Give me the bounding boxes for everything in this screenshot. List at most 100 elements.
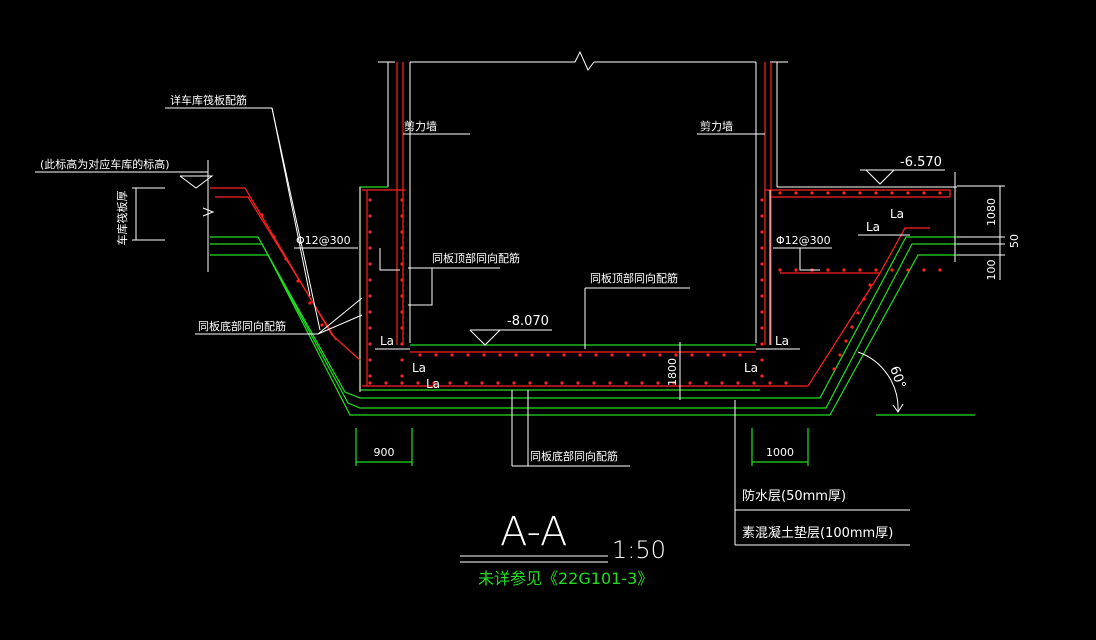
rebar-dot bbox=[368, 381, 372, 385]
rebar-dot bbox=[594, 353, 598, 357]
la-2: La bbox=[412, 361, 426, 375]
rebar-dot bbox=[530, 353, 534, 357]
rebar-dot bbox=[760, 246, 764, 250]
rebar-dot bbox=[838, 353, 842, 357]
right-shear-wall bbox=[755, 61, 788, 345]
rebar-dot bbox=[608, 381, 612, 385]
rebar-dot bbox=[658, 353, 662, 357]
right-layer-b-dim: 100 bbox=[985, 260, 998, 281]
right-width-dim: 1000 bbox=[766, 446, 794, 459]
right-annotations: -6.570 Φ12@300 1080 50 100 60° 防水层(50mm厚… bbox=[734, 155, 1021, 546]
rebar-dot bbox=[760, 214, 764, 218]
rebar-dot bbox=[690, 353, 694, 357]
shear-wall-right-label: 剪力墙 bbox=[700, 119, 733, 133]
rebar-dot bbox=[368, 310, 372, 314]
rebar-dot bbox=[296, 279, 300, 283]
rebar-dot bbox=[528, 381, 532, 385]
rebar-dot bbox=[400, 198, 404, 202]
rebar-dot bbox=[672, 381, 676, 385]
rebar-dot bbox=[794, 268, 798, 272]
rebar-dot bbox=[368, 214, 372, 218]
rebar-dot bbox=[688, 381, 692, 385]
rebar-dot bbox=[624, 381, 628, 385]
rebar-dot bbox=[610, 353, 614, 357]
rebar-left-label: Φ12@300 bbox=[296, 234, 351, 247]
rebar-dot bbox=[320, 323, 324, 327]
rebar-dot bbox=[400, 230, 404, 234]
rebar-dot bbox=[704, 381, 708, 385]
left-slope bbox=[210, 187, 957, 416]
rebar-dot bbox=[778, 268, 782, 272]
rebar-dot bbox=[810, 191, 814, 195]
rebar-dot bbox=[760, 358, 764, 362]
rebar-dots bbox=[260, 191, 942, 385]
rebar-dot bbox=[400, 358, 404, 362]
right-layer-a-dim: 50 bbox=[1008, 234, 1021, 248]
rebar-dot bbox=[544, 381, 548, 385]
section-scale: 1:50 bbox=[612, 536, 666, 564]
center-annotations: 同板顶部同向配筋 -8.070 同板底部同向配筋 La La La La La … bbox=[375, 207, 910, 467]
rebar-dot bbox=[656, 381, 660, 385]
rebar-dot bbox=[368, 294, 372, 298]
top-same-dir-center-label: 同板顶部同向配筋 bbox=[590, 271, 678, 285]
rebar-dot bbox=[760, 230, 764, 234]
la-1: La bbox=[380, 334, 394, 348]
rebar-dot bbox=[434, 353, 438, 357]
la-4: La bbox=[775, 334, 789, 348]
rebar-dot bbox=[832, 367, 836, 371]
rebar-dot bbox=[464, 381, 468, 385]
rebar-dot bbox=[368, 374, 372, 378]
shear-wall-left-label: 剪力墙 bbox=[404, 119, 437, 133]
left-width-dim: 900 bbox=[374, 446, 395, 459]
rebar-dot bbox=[512, 381, 516, 385]
rebar-dot bbox=[400, 381, 404, 385]
pit-depth-dim: 1800 bbox=[666, 358, 679, 386]
rebar-dot bbox=[640, 381, 644, 385]
rebar-dot bbox=[400, 246, 404, 250]
rebar-dot bbox=[906, 268, 910, 272]
rebar-dot bbox=[736, 381, 740, 385]
rebar-dot bbox=[284, 257, 288, 261]
rebar-dot bbox=[400, 294, 404, 298]
rebar-dot bbox=[546, 353, 550, 357]
rebar-dot bbox=[482, 353, 486, 357]
rebar-dot bbox=[400, 342, 404, 346]
rebar-dot bbox=[642, 353, 646, 357]
rebar-dot bbox=[400, 214, 404, 218]
waterproof-label: 防水层(50mm厚) bbox=[742, 488, 846, 504]
rebar-dot bbox=[368, 262, 372, 266]
bottom-same-dir-left-label: 同板底部同向配筋 bbox=[198, 319, 286, 333]
rebar-dot bbox=[368, 326, 372, 330]
rebar-dot bbox=[938, 268, 942, 272]
bottom-dimensions: 900 1000 bbox=[355, 428, 809, 466]
rebar-dot bbox=[592, 381, 596, 385]
rebar-dot bbox=[400, 310, 404, 314]
rebar-dot bbox=[576, 381, 580, 385]
rebar-dot bbox=[674, 353, 678, 357]
title-block: A-A 1:50 未详参见《22G101-3》 bbox=[460, 509, 666, 588]
break-line bbox=[410, 50, 756, 71]
top-same-dir-label: 同板顶部同向配筋 bbox=[432, 251, 520, 265]
la-3: La bbox=[426, 377, 440, 391]
rebar-dot bbox=[760, 310, 764, 314]
rebar-dot bbox=[368, 230, 372, 234]
rebar-dot bbox=[466, 353, 470, 357]
rebar-dot bbox=[308, 301, 312, 305]
rebar-dot bbox=[738, 353, 742, 357]
rebar-dot bbox=[874, 191, 878, 195]
rebar-dot bbox=[858, 191, 862, 195]
right-slab-dim: 1080 bbox=[985, 198, 998, 226]
rebar-dot bbox=[794, 191, 798, 195]
rebar-dot bbox=[260, 213, 264, 217]
rebar-dot bbox=[626, 353, 630, 357]
rebar-dot bbox=[400, 326, 404, 330]
la-6: La bbox=[866, 220, 880, 234]
rebar-dot bbox=[448, 381, 452, 385]
rebar-dot bbox=[368, 358, 372, 362]
rebar-dot bbox=[862, 297, 866, 301]
rebar-dot bbox=[826, 191, 830, 195]
angle-label: 60° bbox=[886, 364, 908, 391]
rebar-dot bbox=[938, 191, 942, 195]
rebar-dot bbox=[560, 381, 564, 385]
